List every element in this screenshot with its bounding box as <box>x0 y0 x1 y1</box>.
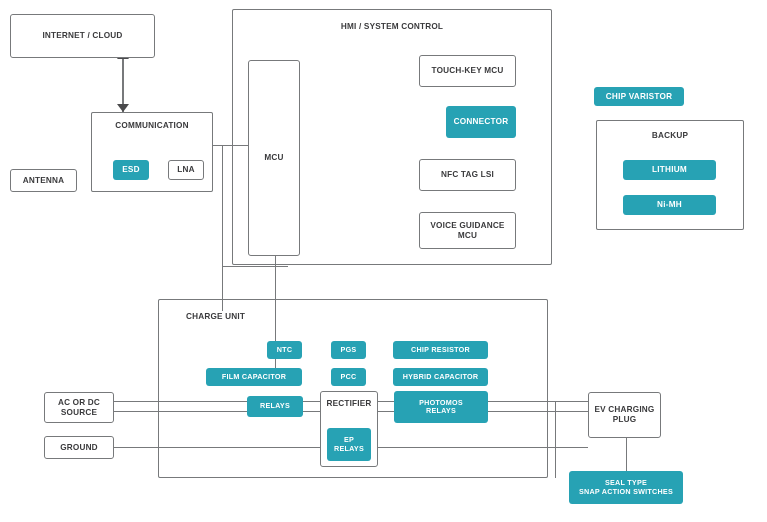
mcu-box[interactable]: MCU <box>248 60 300 256</box>
charge-unit-group[interactable] <box>158 299 548 478</box>
seal-type-snap-action-switches-chip[interactable]: SEAL TYPE SNAP ACTION SWITCHES <box>569 471 683 504</box>
arrow-head-down-icon <box>117 104 129 112</box>
rectifier-label: RECTIFIER <box>326 399 372 408</box>
ep-relays-chip[interactable]: EP RELAYS <box>327 428 371 461</box>
line-source-top <box>113 401 248 402</box>
line-chargeunit-bottom-riser <box>555 401 556 478</box>
line-source-bottom <box>113 411 248 412</box>
line-photomos-plug-bottom <box>488 411 588 412</box>
pgs-chip[interactable]: PGS <box>331 341 366 359</box>
line-cloud-communication <box>122 58 124 112</box>
lna-box[interactable]: LNA <box>168 160 204 180</box>
ntc-chip[interactable]: NTC <box>267 341 302 359</box>
touch-key-mcu-box[interactable]: TOUCH-KEY MCU <box>419 55 516 87</box>
line-communication-mcu <box>213 145 249 146</box>
line-communication-drop-entry <box>222 266 288 267</box>
voice-guidance-mcu-box[interactable]: VOICE GUIDANCE MCU <box>419 212 516 249</box>
nfc-tag-lsi-box[interactable]: NFC TAG LSI <box>419 159 516 191</box>
hmi-system-control-group[interactable] <box>232 9 552 265</box>
photomos-relays-chip[interactable]: PHOTOMOS RELAYS <box>394 391 488 423</box>
line-photomos-plug-top <box>488 401 588 402</box>
backup-group[interactable] <box>596 120 744 230</box>
pcc-chip[interactable]: PCC <box>331 368 366 386</box>
line-plug-seal-switches <box>626 437 627 472</box>
hybrid-capacitor-chip[interactable]: HYBRID CAPACITOR <box>393 368 488 386</box>
ev-charging-plug-box[interactable]: EV CHARGING PLUG <box>588 392 661 438</box>
line-communication-drop <box>222 145 223 311</box>
line-rectifier-photomos-bottom <box>378 411 394 412</box>
esd-chip[interactable]: ESD <box>113 160 149 180</box>
antenna-box[interactable]: ANTENNA <box>10 169 77 192</box>
line-relays-rectifier-bottom <box>303 411 320 412</box>
ac-or-dc-source-box[interactable]: AC OR DC SOURCE <box>44 392 114 423</box>
chip-resistor-chip[interactable]: CHIP RESISTOR <box>393 341 488 359</box>
internet-cloud-box[interactable]: INTERNET / CLOUD <box>10 14 155 58</box>
nimh-chip[interactable]: Ni-MH <box>623 195 716 215</box>
line-relays-rectifier-top <box>303 401 320 402</box>
lithium-chip[interactable]: LITHIUM <box>623 160 716 180</box>
ground-box[interactable]: GROUND <box>44 436 114 459</box>
film-capacitor-chip[interactable]: FILM CAPACITOR <box>206 368 302 386</box>
chip-varistor-chip[interactable]: CHIP VARISTOR <box>594 87 684 106</box>
relays-chip[interactable]: RELAYS <box>247 396 303 417</box>
line-rectifier-photomos-top <box>378 401 394 402</box>
communication-group[interactable] <box>91 112 213 192</box>
line-ground <box>113 447 335 448</box>
line-mcu-to-charge-unit <box>275 256 276 377</box>
line-ground-plug <box>378 447 588 448</box>
connector-chip[interactable]: CONNECTOR <box>446 106 516 138</box>
